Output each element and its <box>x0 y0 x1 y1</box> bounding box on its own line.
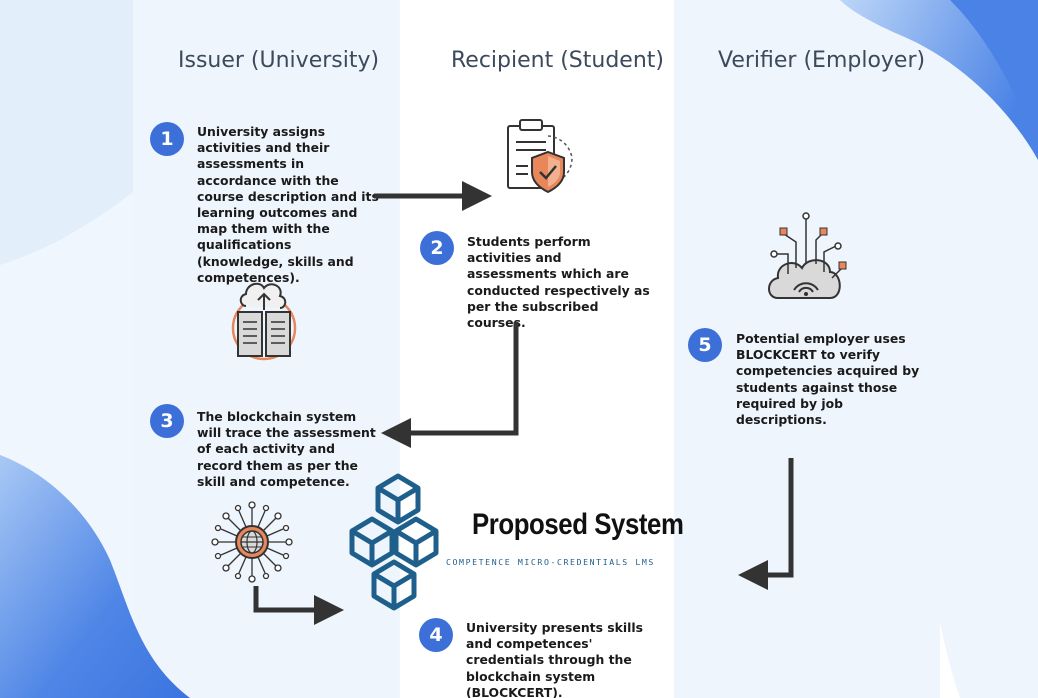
step-2-text: Students perform activities and assessme… <box>467 234 650 331</box>
step-2-badge: 2 <box>420 231 454 265</box>
cloud-network-icon <box>768 212 847 299</box>
arrow-recipient-to-blockchain <box>381 322 519 448</box>
step-1-text: University assigns activities and their … <box>197 124 379 285</box>
step-3-text: The blockchain system will trace the ass… <box>197 409 376 489</box>
globe-network-icon <box>211 501 293 583</box>
recipient-heading: Recipient (Student) <box>451 48 664 73</box>
issuer-heading: Issuer (University) <box>178 48 380 73</box>
step-5-badge: 5 <box>688 328 722 362</box>
step-4-text: University presents skills and competenc… <box>466 620 643 698</box>
certificate-shield-icon <box>507 119 573 194</box>
arrow-verifier-to-system <box>738 458 794 590</box>
cloud-books-icon <box>231 282 297 361</box>
step-3-badge: 3 <box>150 404 184 438</box>
blockchain-cubes-icon <box>349 473 439 611</box>
step-4-badge: 4 <box>419 618 453 652</box>
arrow-globe-to-system <box>253 586 344 625</box>
system-title: Proposed System <box>472 508 684 541</box>
system-subtitle: COMPETENCE MICRO-CREDENTIALS LMS <box>446 557 655 567</box>
step-5-text: Potential employer uses BLOCKCERT to ver… <box>736 331 920 428</box>
step-1-badge: 1 <box>150 122 184 156</box>
verifier-heading: Verifier (Employer) <box>718 48 926 73</box>
recipient-column <box>400 0 672 698</box>
